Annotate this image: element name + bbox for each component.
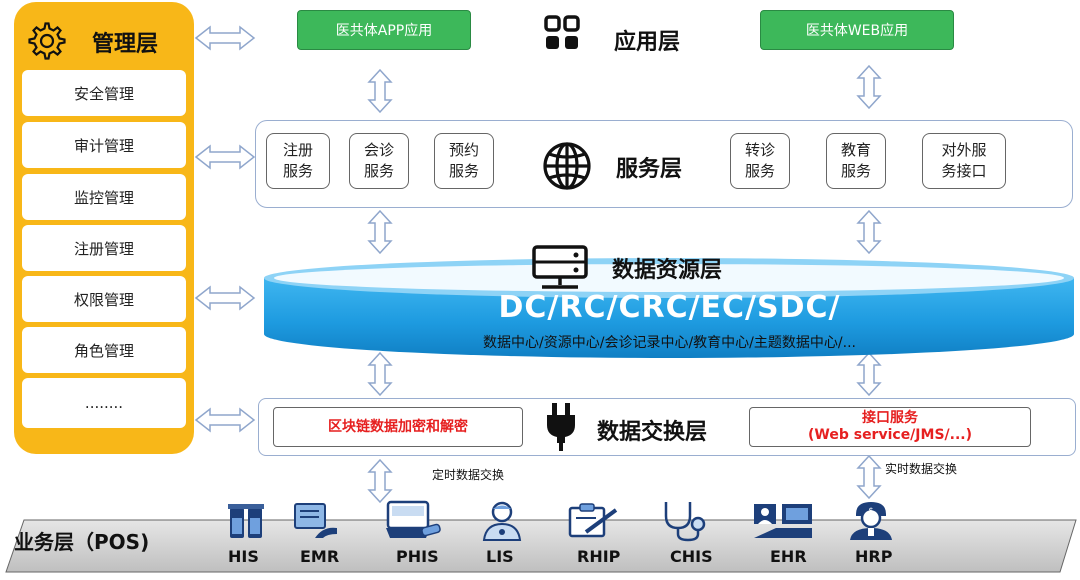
data-center-subtitle: 数据中心/资源中心/会诊记录中心/教育中心/主题数据中心/... <box>483 335 856 351</box>
system-label-ehr[interactable]: EHR <box>770 547 807 566</box>
service-box-register[interactable]: 注册服务 <box>266 133 330 189</box>
mgmt-item-more[interactable]: ........ <box>22 378 186 428</box>
service-box-label: 预约 <box>448 141 479 159</box>
mgmt-item-role[interactable]: 角色管理 <box>22 327 186 373</box>
mgmt-item-monitor[interactable]: 监控管理 <box>22 174 186 220</box>
service-box-appointment[interactable]: 预约服务 <box>434 133 494 189</box>
system-label-lis[interactable]: LIS <box>486 547 514 566</box>
service-box-label: 转诊 <box>744 141 775 159</box>
hrp-icon: $ <box>850 502 892 540</box>
app-application-button[interactable]: 医共体APP应用 <box>297 10 471 50</box>
service-box-label: 注册 <box>282 141 313 159</box>
mgmt-item-permission[interactable]: 权限管理 <box>22 276 186 322</box>
blockchain-label: 区块链数据加密和解密 <box>328 418 468 435</box>
his-icon <box>228 504 264 538</box>
service-box-label: 服务 <box>744 162 775 180</box>
service-box-consultation[interactable]: 会诊服务 <box>349 133 409 189</box>
service-box-label: 服务 <box>448 162 479 180</box>
service-layer-panel: 注册服务 会诊服务 预约服务 转诊服务 教育服务 对外服务接口 服务层 <box>255 120 1073 208</box>
svg-text:$: $ <box>868 506 873 515</box>
apps-grid-icon <box>544 15 580 49</box>
exchange-layer-panel: 区块链数据加密和解密 数据交换层 接口服务 (Web service/JMS/.… <box>258 398 1076 456</box>
emr-icon <box>294 503 337 538</box>
service-box-education[interactable]: 教育服务 <box>826 133 886 189</box>
realtime-exchange-label: 实时数据交换 <box>885 462 958 476</box>
data-resource-layer-title: 数据资源层 <box>612 258 723 283</box>
gear-icon <box>28 22 66 60</box>
system-label-phis[interactable]: PHIS <box>396 547 439 566</box>
management-title: 管理层 <box>92 32 159 57</box>
lis-icon <box>482 501 522 541</box>
scheduled-exchange-label: 定时数据交换 <box>432 468 505 482</box>
exchange-layer-title: 数据交换层 <box>597 420 708 445</box>
service-box-external-interface[interactable]: 对外服务接口 <box>922 133 1006 189</box>
server-icon <box>532 245 588 289</box>
system-label-emr[interactable]: EMR <box>300 547 340 566</box>
mgmt-item-security[interactable]: 安全管理 <box>22 70 186 116</box>
mgmt-item-register[interactable]: 注册管理 <box>22 225 186 271</box>
service-box-label: 务接口 <box>941 162 987 180</box>
system-label-chis[interactable]: CHIS <box>670 547 713 566</box>
stethoscope-icon <box>664 502 706 542</box>
service-layer-title: 服务层 <box>616 157 683 182</box>
mgmt-item-audit[interactable]: 审计管理 <box>22 122 186 168</box>
globe-icon <box>543 142 591 190</box>
data-center-codes: DC/RC/CRC/EC/SDC/ <box>498 290 841 325</box>
ehr-icon <box>754 504 812 538</box>
data-resource-disk <box>264 258 1074 358</box>
interface-service-title: 接口服务 <box>862 410 918 426</box>
rhip-icon <box>568 503 618 538</box>
service-box-label: 对外服 <box>941 141 987 159</box>
web-application-button[interactable]: 医共体WEB应用 <box>760 10 954 50</box>
service-box-referral[interactable]: 转诊服务 <box>730 133 790 189</box>
service-box-label: 服务 <box>840 162 871 180</box>
system-label-his[interactable]: HIS <box>228 547 259 566</box>
service-box-label: 会诊 <box>363 141 394 159</box>
service-box-label: 教育 <box>840 141 871 159</box>
management-header: 管理层 <box>14 16 194 62</box>
management-panel: 管理层 安全管理 审计管理 监控管理 注册管理 权限管理 角色管理 ......… <box>14 2 194 454</box>
business-layer-title: 业务层（POS) <box>14 530 150 554</box>
application-layer-title: 应用层 <box>614 30 681 55</box>
plug-icon <box>547 403 575 451</box>
service-box-label: 服务 <box>363 162 394 180</box>
interface-service-box[interactable]: 接口服务 (Web service/JMS/...) <box>749 407 1031 447</box>
phis-icon <box>386 500 441 538</box>
system-label-hrp[interactable]: HRP <box>855 547 893 566</box>
system-label-rhip[interactable]: RHIP <box>577 547 621 566</box>
service-box-label: 服务 <box>282 162 313 180</box>
interface-service-subtitle: (Web service/JMS/...) <box>808 427 972 443</box>
blockchain-encryption-box[interactable]: 区块链数据加密和解密 <box>273 407 523 447</box>
